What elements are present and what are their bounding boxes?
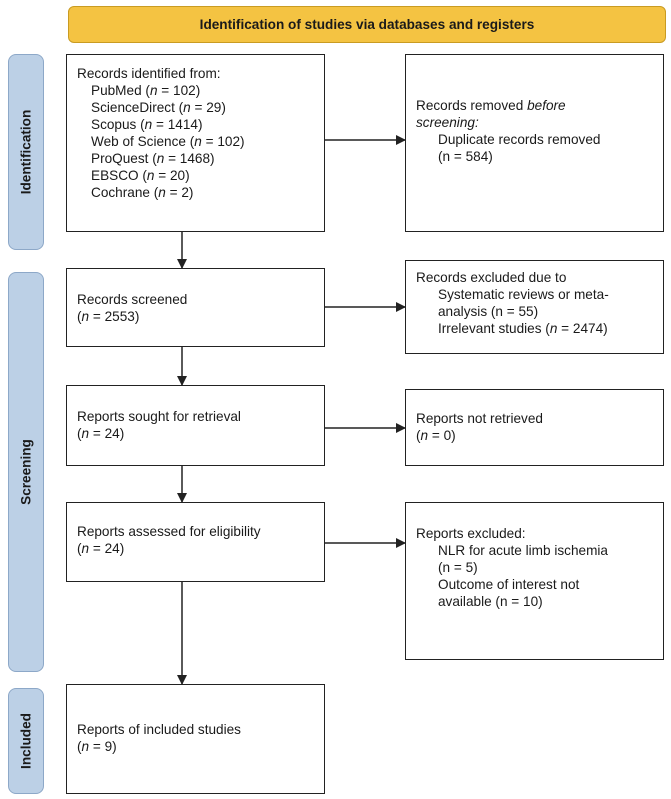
duplicate-records-label: Duplicate records removed [438, 132, 601, 147]
records-excluded-title: Records excluded due to [416, 270, 567, 285]
reports-excluded-nlr-count: (n = 5) [438, 560, 478, 575]
reports-assessed-count: (n = 24) [77, 541, 125, 556]
records-screened-count: (n = 2553) [77, 309, 140, 324]
reports-excluded-outcome-b: available (n = 10) [438, 594, 543, 609]
source-row: ProQuest (n = 1468) [91, 151, 215, 166]
reports-sought-count: (n = 24) [77, 426, 125, 441]
reports-not-retrieved-box: Reports not retrieved (n = 0) [405, 389, 664, 466]
header-banner: Identification of studies via databases … [68, 6, 666, 43]
excluded-item-reviews-a: Systematic reviews or meta- [438, 287, 609, 302]
records-removed-box: Records removed before screening: Duplic… [405, 54, 664, 232]
records-excluded-box: Records excluded due to Systematic revie… [405, 260, 664, 354]
source-row: Scopus (n = 1414) [91, 117, 203, 132]
phase-included: Included [8, 688, 44, 794]
records-identified-box: Records identified from: PubMed (n = 102… [66, 54, 325, 232]
reports-sought-box: Reports sought for retrieval (n = 24) [66, 385, 325, 466]
excluded-item-reviews-b: analysis (n = 55) [438, 304, 539, 319]
header-title: Identification of studies via databases … [199, 17, 535, 32]
included-studies-title: Reports of included studies [77, 722, 241, 737]
reports-sought-title: Reports sought for retrieval [77, 409, 241, 424]
duplicate-records-count: (n = 584) [438, 149, 493, 164]
reports-not-retrieved-count: (n = 0) [416, 428, 456, 443]
records-screened-title: Records screened [77, 292, 188, 307]
records-screened-box: Records screened (n = 2553) [66, 268, 325, 347]
reports-assessed-title: Reports assessed for eligibility [77, 524, 261, 539]
source-row: Web of Science (n = 102) [91, 134, 245, 149]
source-row: PubMed (n = 102) [91, 83, 201, 98]
included-studies-box: Reports of included studies (n = 9) [66, 684, 325, 794]
reports-excluded-nlr: NLR for acute limb ischemia [438, 543, 608, 558]
source-row: Cochrane (n = 2) [91, 185, 194, 200]
reports-excluded-outcome-a: Outcome of interest not [438, 577, 580, 592]
records-removed-line1: Records removed before [416, 98, 566, 113]
phase-identification: Identification [8, 54, 44, 250]
phase-screening: Screening [8, 272, 44, 672]
source-row: EBSCO (n = 20) [91, 168, 190, 183]
included-studies-count: (n = 9) [77, 739, 117, 754]
reports-excluded-title: Reports excluded: [416, 526, 526, 541]
records-identified-heading: Records identified from: [77, 66, 221, 81]
reports-assessed-box: Reports assessed for eligibility (n = 24… [66, 502, 325, 582]
records-removed-line2: screening: [416, 115, 479, 130]
source-row: ScienceDirect (n = 29) [91, 100, 226, 115]
reports-excluded-box: Reports excluded: NLR for acute limb isc… [405, 502, 664, 660]
excluded-item-irrelevant: Irrelevant studies (n = 2474) [438, 321, 608, 336]
reports-not-retrieved-title: Reports not retrieved [416, 411, 543, 426]
